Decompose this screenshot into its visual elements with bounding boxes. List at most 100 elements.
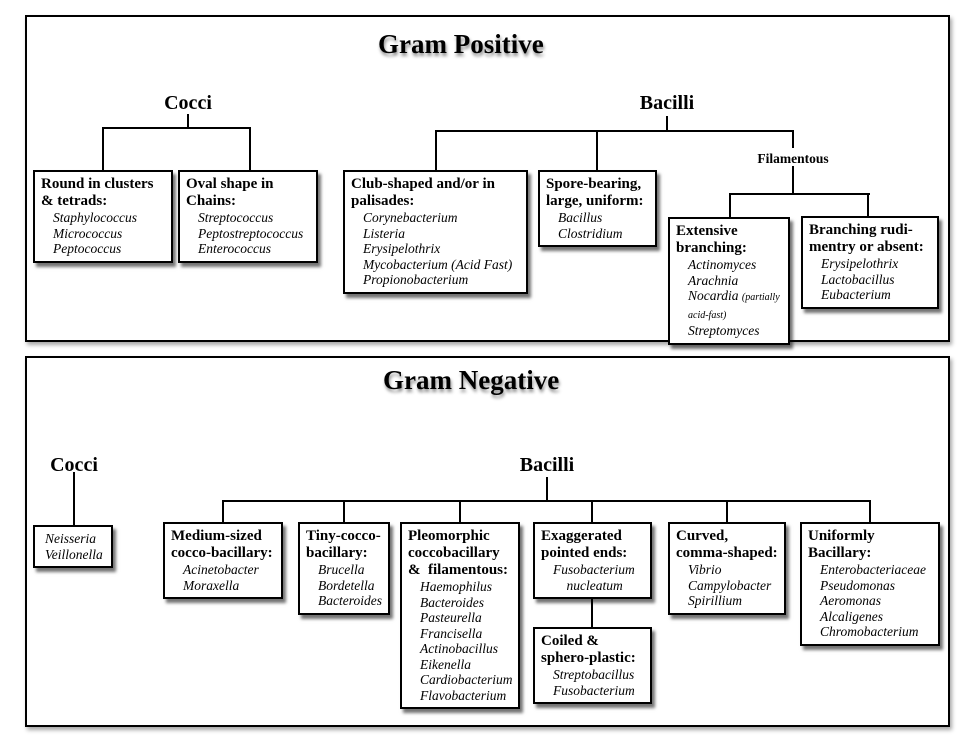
connector-line: [249, 127, 251, 170]
list-item: Enterococcus: [198, 241, 271, 256]
node-box-curved-comma: Curved, comma-shaped: Vibrio Campylobact…: [668, 522, 786, 615]
list-item: Streptococcus: [198, 210, 274, 225]
connector-line: [435, 130, 437, 170]
gp-filamentous-label: Filamentous: [757, 151, 829, 166]
box-heading: Tiny-cocco- bacillary:: [306, 528, 381, 561]
connector-line: [596, 130, 598, 170]
node-box-exaggerated-ends: Exaggerated pointed ends: Fusobacterium …: [533, 522, 652, 599]
list-item: Enterobacteriaceae: [820, 562, 926, 577]
gp-bacilli-label: Bacilli: [639, 92, 695, 114]
box-heading: Medium-sized cocco-bacillary:: [171, 528, 273, 561]
connector-line: [792, 166, 794, 193]
list-item: Micrococcus: [53, 225, 123, 241]
list-item: Bordetella: [318, 577, 375, 593]
node-box-pleomorphic: Pleomorphic coccobacillary & filamentous…: [400, 522, 520, 709]
list-item: Staphylococcus: [53, 210, 137, 225]
connector-line: [102, 127, 104, 170]
list-item: Veillonella: [45, 546, 103, 562]
connector-line: [867, 193, 869, 217]
list-item: Acinetobacter: [183, 562, 259, 577]
list-item: Aeromonas: [820, 593, 881, 608]
node-box-spore-bearing: Spore-bearing, large, uniform: Bacillus …: [538, 170, 657, 247]
box-heading: Pleomorphic coccobacillary & filamentous…: [408, 528, 508, 578]
list-item: Nocardia (partially acid-fast): [676, 288, 784, 323]
connector-line: [435, 130, 794, 132]
list-item: Moraxella: [183, 577, 240, 593]
list-item: Bacillus: [558, 210, 603, 225]
box-heading: Oval shape in Chains:: [186, 176, 274, 209]
box-heading: Branching rudi- mentry or absent:: [809, 222, 924, 255]
list-item: Cardiobacterium: [420, 672, 513, 687]
list-item: Francisella: [420, 625, 483, 641]
list-item: Streptomyces: [688, 323, 760, 338]
list-item: Actinomyces: [688, 257, 757, 272]
box-heading: Extensive branching:: [676, 223, 747, 256]
connector-line: [792, 130, 794, 148]
box-heading: Spore-bearing, large, uniform:: [546, 176, 644, 209]
gram-negative-title: Gram Negative: [383, 365, 560, 395]
list-item: Clostridium: [558, 225, 623, 241]
acid-fast-note: (partially acid-fast): [688, 292, 783, 321]
list-item: Peptostreptococcus: [198, 225, 304, 241]
list-item: Mycobacterium (Acid Fast): [363, 256, 513, 272]
list-item: Spirillium: [688, 593, 743, 608]
genus-name: Nocardia: [688, 288, 739, 303]
list-item: Haemophilus: [420, 579, 492, 594]
list-item: Campylobacter: [688, 577, 772, 593]
list-item: Bacteroides: [420, 594, 484, 610]
connector-line: [729, 193, 870, 195]
node-box-oval-chains: Oval shape in Chains: Streptococcus Pept…: [178, 170, 318, 263]
list-item: Brucella: [318, 562, 365, 577]
node-box-medium-coccobacillary: Medium-sized cocco-bacillary: Acinetobac…: [163, 522, 283, 599]
list-item: Fusobacterium: [553, 682, 635, 698]
gn-bacilli-label: Bacilli: [519, 454, 575, 476]
node-box-club-shaped: Club-shaped and/or in palisades: Coryneb…: [343, 170, 528, 294]
list-item: Propionobacterium: [363, 272, 469, 287]
connector-line: [187, 114, 189, 127]
connector-line: [666, 116, 668, 130]
list-item: Vibrio: [688, 562, 722, 577]
node-box-branching-rudimentary: Branching rudi- mentry or absent: Erysip…: [801, 216, 939, 309]
connector-line: [591, 597, 593, 628]
connector-line: [729, 193, 731, 218]
list-item: Arachnia: [688, 272, 739, 288]
connector-line: [73, 472, 75, 526]
list-item: Eubacterium: [821, 287, 891, 302]
connector-line: [102, 127, 251, 129]
connector-line: [222, 500, 224, 523]
list-item: Flavobacterium: [420, 687, 507, 703]
box-heading: Club-shaped and/or in palisades:: [351, 176, 495, 209]
gn-cocci-label: Cocci: [50, 454, 98, 476]
node-box-uniformly-bacillary: Uniformly Bacillary: Enterobacteriaceae …: [800, 522, 940, 646]
list-item: Chromobacterium: [820, 624, 919, 639]
list-item: Fusobacterium nucleatum: [553, 562, 635, 593]
list-item: Streptobacillus: [553, 667, 635, 682]
node-box-round-clusters: Round in clusters & tetrads: Staphylococ…: [33, 170, 173, 263]
connector-line: [222, 500, 871, 502]
box-heading: Uniformly Bacillary:: [808, 528, 875, 561]
node-box-tiny-coccobacillary: Tiny-cocco- bacillary: Brucella Bordetel…: [298, 522, 390, 615]
list-item: Neisseria: [45, 531, 97, 546]
list-item: Corynebacterium: [363, 210, 458, 225]
list-item: Bacteroides: [318, 593, 382, 608]
list-item: Eikenella: [420, 656, 471, 672]
list-item: Alcaligenes: [820, 608, 883, 624]
box-heading: Curved, comma-shaped:: [676, 528, 778, 561]
connector-line: [726, 500, 728, 523]
connector-line: [343, 500, 345, 523]
box-heading: Coiled & sphero-plastic:: [541, 633, 636, 666]
box-heading: Round in clusters & tetrads:: [41, 176, 154, 209]
list-item: Actinobacillus: [420, 641, 498, 656]
node-box-gn-cocci: Neisseria Veillonella: [33, 525, 113, 568]
list-item: Lactobacillus: [821, 271, 895, 287]
node-box-coiled-spheroplastic: Coiled & sphero-plastic: Streptobacillus…: [533, 627, 652, 704]
list-item: Peptococcus: [53, 241, 122, 256]
list-item: Pseudomonas: [820, 577, 895, 593]
list-item: Erysipelothrix: [821, 256, 899, 271]
gp-cocci-label: Cocci: [164, 92, 212, 114]
node-box-extensive-branching: Extensive branching: Actinomyces Arachni…: [668, 217, 790, 345]
gram-positive-title: Gram Positive: [378, 29, 544, 59]
connector-line: [459, 500, 461, 523]
list-item: Listeria: [363, 225, 406, 241]
